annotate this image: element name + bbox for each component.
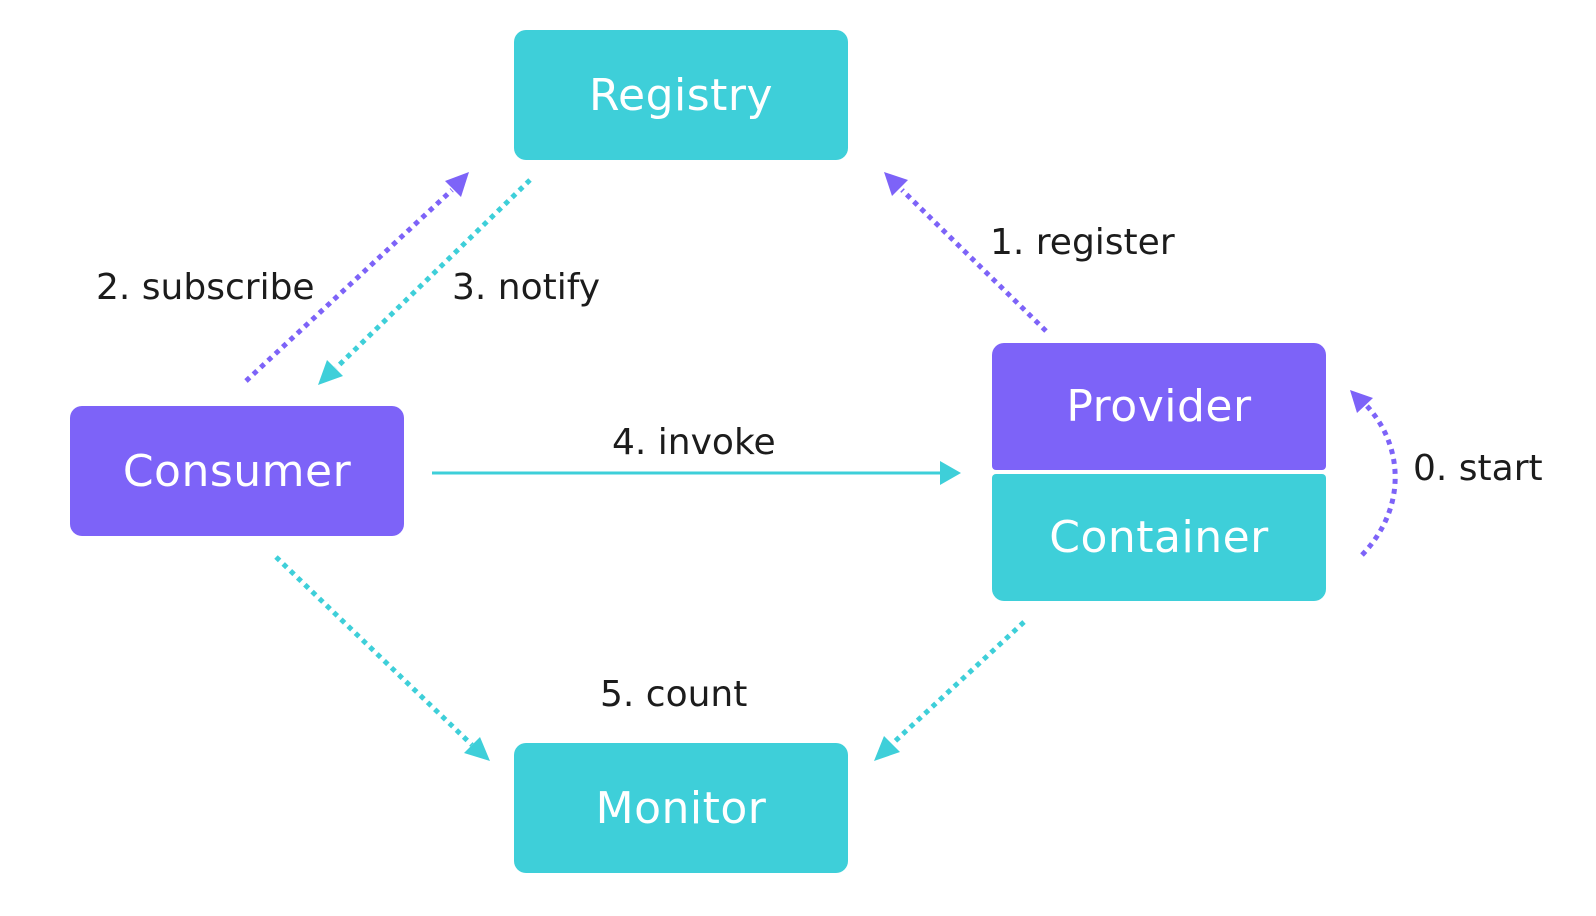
edge-count-consumer xyxy=(274,555,490,761)
provider-node: Provider xyxy=(992,343,1326,470)
monitor-label: Monitor xyxy=(595,782,767,834)
edge-label-count: 5. count xyxy=(600,674,748,715)
arrowhead-start xyxy=(1350,390,1373,413)
arrowhead-invoke xyxy=(940,461,961,485)
edge-label-register: 1. register xyxy=(990,222,1175,263)
consumer-label: Consumer xyxy=(122,445,352,497)
edge-register xyxy=(884,172,1048,333)
consumer-node: Consumer xyxy=(70,406,404,536)
arrowhead-register xyxy=(884,172,908,196)
arrowhead-count-consumer xyxy=(464,737,490,761)
edge-subscribe xyxy=(244,172,469,383)
arrowhead-subscribe xyxy=(445,172,469,197)
registry-label: Registry xyxy=(588,69,774,121)
edge-invoke xyxy=(432,461,961,485)
provider-label: Provider xyxy=(1066,381,1252,432)
arrowhead-notify xyxy=(318,360,343,385)
monitor-node: Monitor xyxy=(514,743,848,873)
edge-count-container xyxy=(874,620,1026,761)
edge-label-subscribe: 2. subscribe xyxy=(96,267,315,308)
edge-label-start: 0. start xyxy=(1413,448,1543,489)
container-label: Container xyxy=(1049,512,1269,563)
arrowhead-count-container xyxy=(874,736,900,761)
edge-label-notify: 3. notify xyxy=(452,267,601,308)
edge-start xyxy=(1350,390,1398,557)
registry-node: Registry xyxy=(514,30,848,160)
container-node: Container xyxy=(992,474,1326,601)
edge-notify xyxy=(318,178,532,385)
edge-label-invoke: 4. invoke xyxy=(612,422,776,463)
